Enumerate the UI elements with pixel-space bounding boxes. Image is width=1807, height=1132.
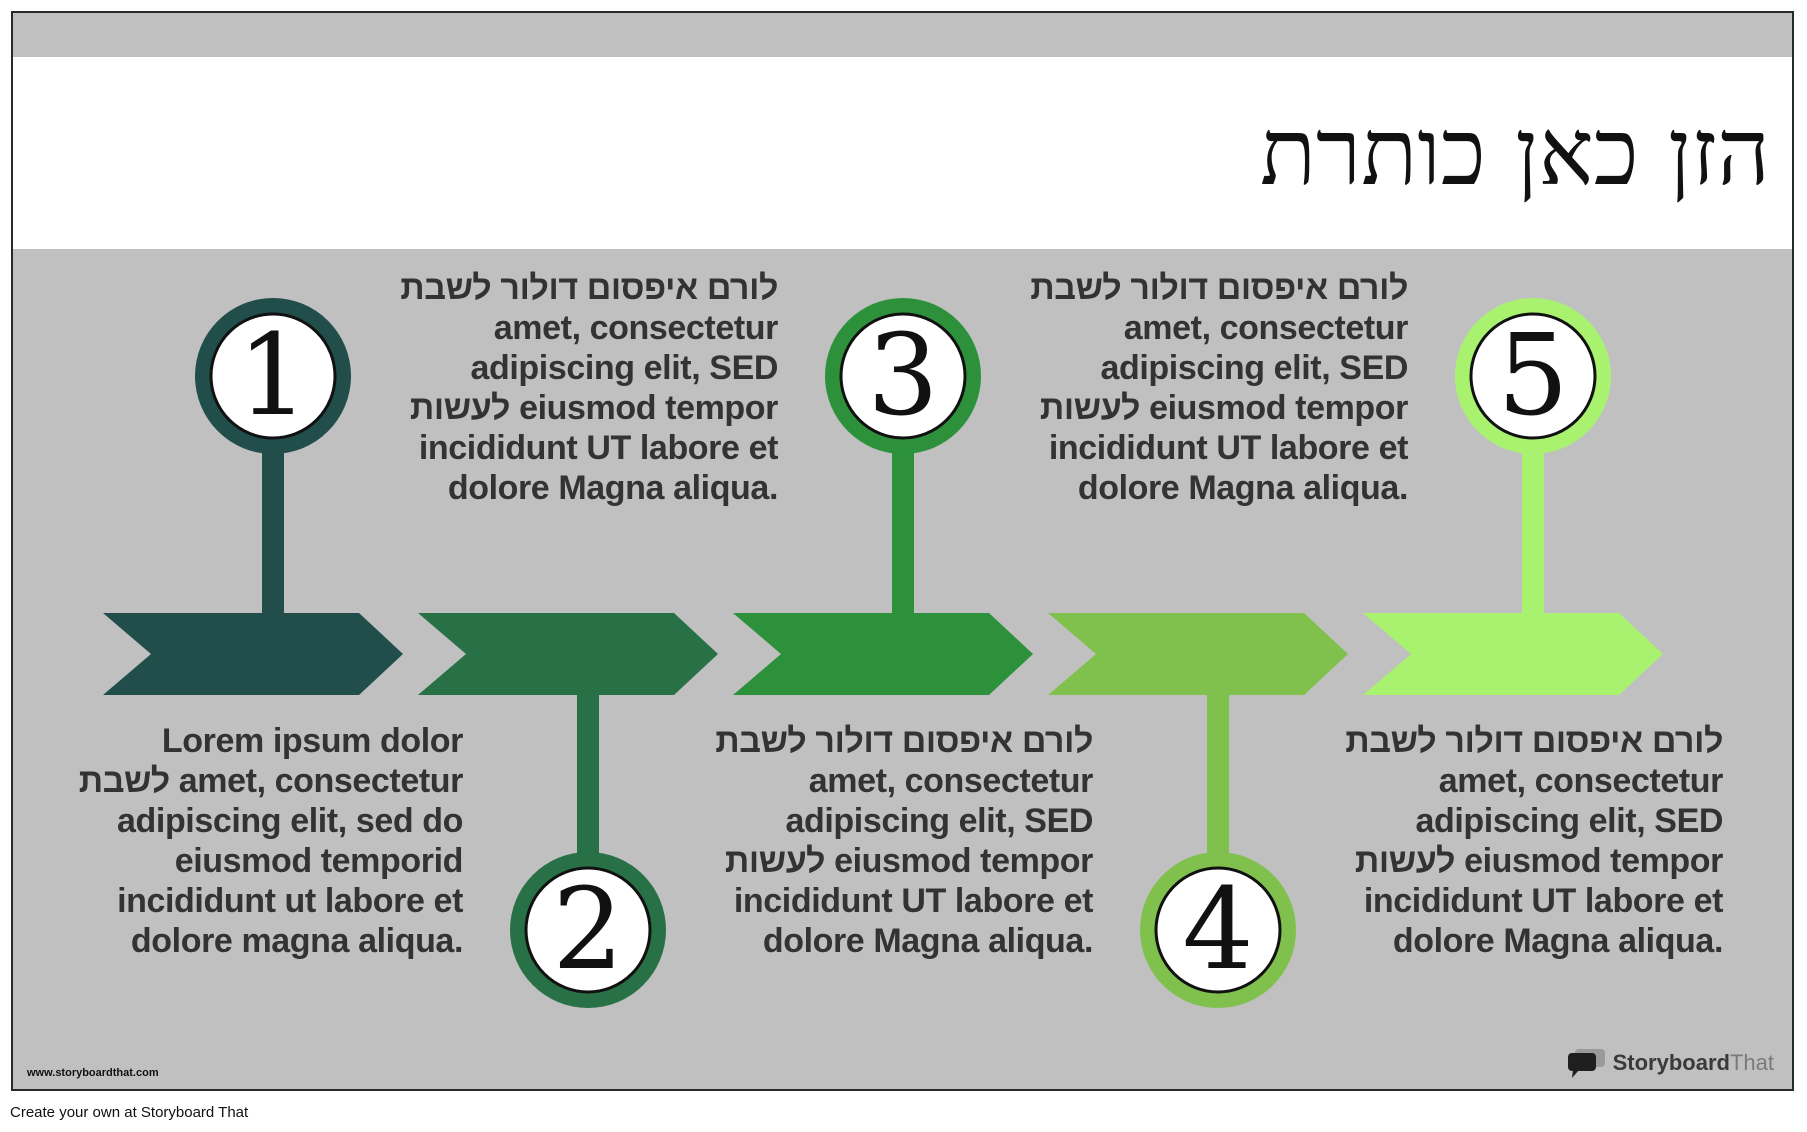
step-2-number: 2 xyxy=(552,865,623,995)
timeline-graphic: 1 2 3 4 5 xyxy=(103,298,1663,1008)
storyboardthat-logo[interactable]: StoryboardThat xyxy=(1567,1047,1774,1079)
speech-bubbles-icon xyxy=(1567,1049,1605,1078)
step-5-text: לורם איפסום דולור לשבת amet, consectetur… xyxy=(1345,722,1723,960)
title-bar: הזן כאן כותרת xyxy=(13,57,1792,249)
logo-text-part1: Storyboard xyxy=(1612,1050,1730,1075)
step-1-circle xyxy=(209,312,337,440)
step-3-number: 3 xyxy=(867,311,938,441)
step-2-circle xyxy=(524,866,652,994)
timeline-arrow-3 xyxy=(733,613,1033,695)
step-4-circle xyxy=(1154,866,1282,994)
step-1-text: Lorem ipsum dolor לשבת amet, consectetur… xyxy=(78,722,464,960)
website-label: www.storyboardthat.com xyxy=(27,1067,159,1079)
timeline-arrow-4 xyxy=(1048,613,1348,695)
step-5-circle xyxy=(1469,312,1597,440)
step-5-number: 5 xyxy=(1497,311,1568,441)
timeline-arrow-5 xyxy=(1363,613,1663,695)
step-4-number: 4 xyxy=(1182,865,1253,995)
step-3-text: לורם איפסום דולור לשבת amet, consectetur… xyxy=(715,722,1093,960)
footer-link[interactable]: Create your own at Storyboard That xyxy=(10,1104,249,1121)
step-3-circle xyxy=(839,312,967,440)
page-title: הזן כאן כותרת xyxy=(1259,99,1770,206)
logo-text-part2: That xyxy=(1729,1050,1774,1075)
infographic-canvas: הזן כאן כותרת 1 2 3 4 5 לורם איפסום דולור לש… xyxy=(11,11,1794,1091)
timeline-arrow-2 xyxy=(418,613,718,695)
timeline-arrow-1 xyxy=(103,613,403,695)
step-2-text: לורם איפסום דולור לשבת amet, consectetur… xyxy=(400,269,778,507)
step-1-number: 1 xyxy=(237,311,308,441)
step-4-text: לורם איפסום דולור לשבת amet, consectetur… xyxy=(1030,269,1408,507)
logo-text: StoryboardThat xyxy=(1613,1050,1774,1076)
